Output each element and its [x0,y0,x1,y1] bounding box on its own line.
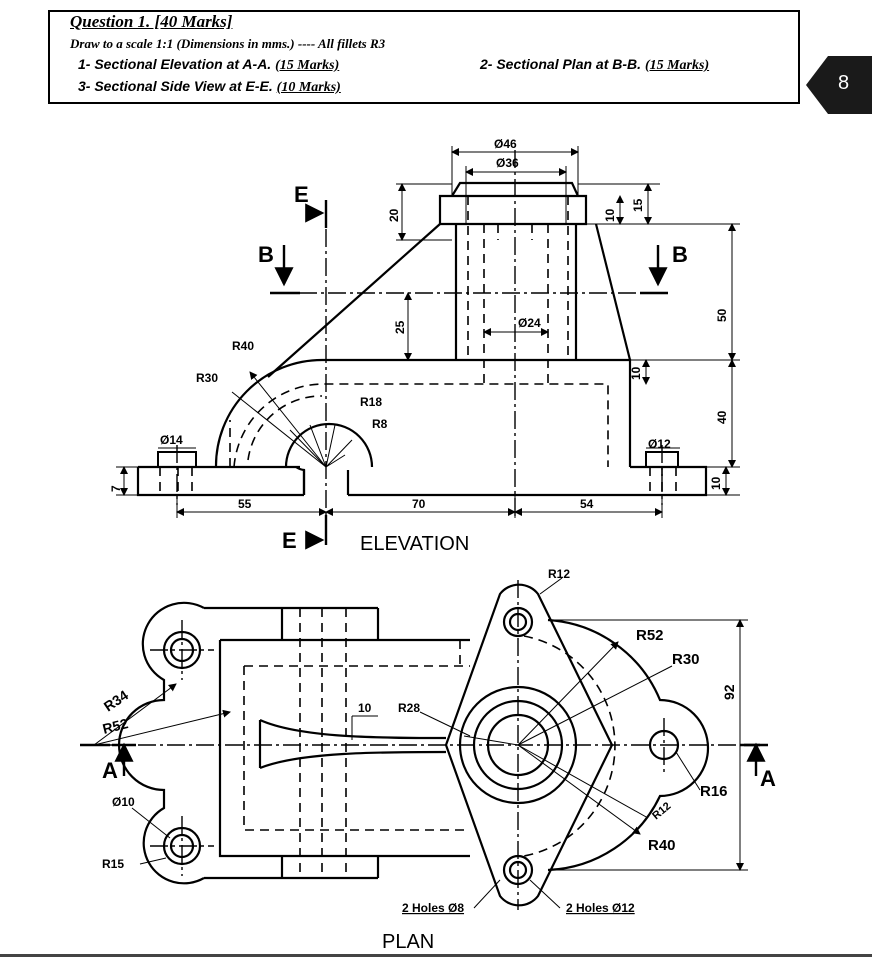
elevation-base-outline [136,465,708,497]
label-r12-right: R12 [650,800,673,822]
elevation-base-bosses [157,451,679,467]
task-1-label: 1- Sectional Elevation at A-A. [78,56,272,72]
dim-10-mid: 10 [629,366,643,380]
section-a-left-label: A [102,758,118,783]
task-2-marks: (15 Marks) [644,58,710,73]
dim-15: 15 [631,198,645,212]
task-3-label: 3- Sectional Side View at E-E. [78,78,273,94]
task-1: 1- Sectional Elevation at A-A. (15 Marks… [78,56,339,74]
plan-slot [259,718,447,770]
question-instruction: Draw to a scale 1:1 (Dimensions in mms.)… [70,36,386,51]
page-number: 8 [838,72,850,94]
plan-right-lobe [547,618,710,872]
page-number-tab [806,56,872,114]
section-a-markers [80,742,768,776]
elevation-arch-r18 [284,422,374,468]
section-b-right-label: B [672,242,688,267]
label-d10: Ø10 [112,795,135,809]
label-10: 10 [358,701,372,715]
elevation-rib [267,223,441,378]
task-2-label: 2- Sectional Plan at B-B. [480,56,642,72]
label-d14: Ø14 [160,433,183,447]
dim-54: 54 [580,497,594,511]
plan-hidden-lines [243,608,616,878]
section-a-right-label: A [760,766,776,791]
section-e-bottom-label: E [282,528,297,553]
elevation-arch [295,466,306,495]
elevation-tube [454,224,578,360]
section-e-top-label: E [294,182,309,207]
section-b-left-label: B [258,242,274,267]
dim-10-top: 10 [603,208,617,222]
plan-dimensions [93,577,748,909]
plan-body [218,638,470,858]
question-box: Question 1. [40 Marks] Draw to a scale 1… [48,10,800,104]
question-title: Question 1. [40 Marks] [70,12,233,31]
label-holes-d8: 2 Holes Ø8 [402,901,464,915]
label-d12: Ø12 [648,437,671,451]
elevation-view [136,181,708,497]
bottom-divider [0,954,872,957]
label-r16: R16 [700,783,728,800]
elevation-body-r40 [214,358,323,468]
label-r18: R18 [360,395,382,409]
elevation-hidden-lines [159,196,677,495]
plan-left-lugs [117,601,380,885]
label-r40: R40 [648,837,676,854]
dim-10-base: 10 [709,476,723,490]
dim-70: 70 [412,497,426,511]
plan-hole-top-outer [502,606,534,638]
task-3-marks: (10 Marks) [276,80,341,95]
dim-d36: Ø36 [496,156,519,170]
label-r30: R30 [672,651,700,668]
label-r30: R30 [196,371,218,385]
label-r15: R15 [102,857,124,871]
section-b-markers [270,245,668,295]
dim-20: 20 [387,208,401,222]
label-r8: R8 [372,417,388,431]
label-r34: R34 [101,687,131,715]
dim-d46: Ø46 [494,137,517,151]
label-r40: R40 [232,339,254,353]
label-holes-d12: 2 Holes Ø12 [566,901,635,915]
elevation-right-rib [594,223,632,361]
task-3: 3- Sectional Side View at E-E. (10 Marks… [78,78,341,96]
elevation-center-lines [176,150,668,525]
label-r52-left: R52 [101,715,130,737]
dim-40: 40 [715,410,729,424]
dim-7: 7 [109,485,123,492]
plan-flange [444,583,614,907]
elevation-radius-lines [231,371,353,468]
dim-25: 25 [393,320,407,334]
plan-center-lines [80,580,760,910]
label-92: 92 [721,684,737,700]
elevation-view-label: ELEVATION [360,533,469,555]
plan-view-label: PLAN [382,931,434,953]
task-1-marks: (15 Marks) [275,58,340,73]
section-e-markers [305,200,328,550]
label-r28: R28 [398,701,420,715]
dim-55: 55 [238,497,252,511]
task-2: 2- Sectional Plan at B-B. (15 Marks) [480,56,709,74]
elevation-dimensions [116,146,740,518]
dim-d24: Ø24 [518,316,541,330]
dim-50: 50 [715,308,729,322]
elevation-boss [438,194,588,226]
label-r12-top: R12 [548,567,570,581]
label-r52-right: R52 [636,627,664,644]
